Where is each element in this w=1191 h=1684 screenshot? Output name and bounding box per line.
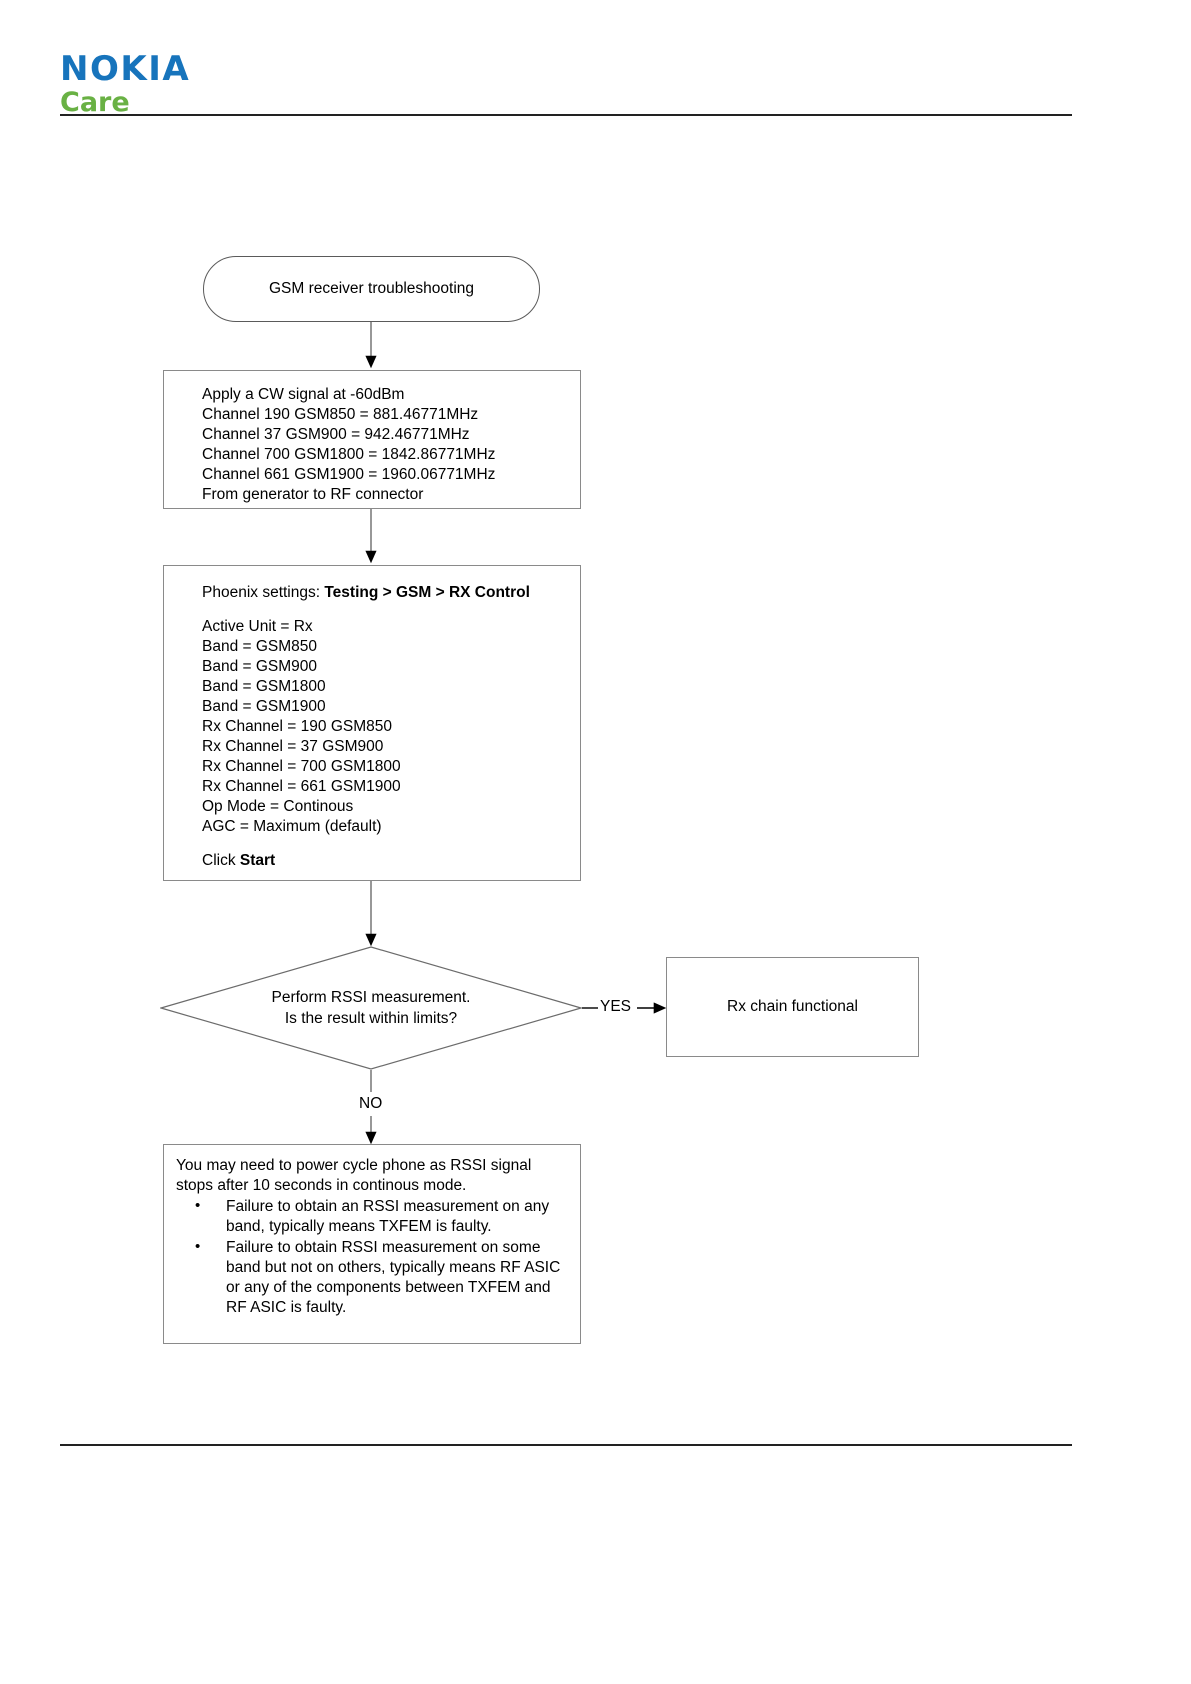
phoenix-spacer-2 [202,837,560,851]
flow-node-decision-rssi: Perform RSSI measurement. Is the result … [160,946,582,1070]
phoenix-setting-10: Op Mode = Continous [202,798,354,815]
flow-node-failure-notes: You may need to power cycle phone as RSS… [163,1144,581,1344]
header-divider [60,114,1072,116]
note-intro-line-2: stops after 10 seconds in continous mode… [176,1177,467,1194]
nokia-wordmark: NOKIA [60,49,191,89]
bullet-icon: • [195,1238,201,1255]
decision-line-2: Is the result within limits? [284,1010,458,1027]
list-item: • Failure to obtain RSSI measurement on … [176,1238,566,1318]
signal-line-5: Channel 661 GSM1900 = 1960.06771MHz [202,466,496,483]
note-intro-line-1: You may need to power cycle phone as RSS… [176,1157,532,1174]
signal-line-4: Channel 700 GSM1800 = 1842.86771MHz [202,446,496,463]
phoenix-heading: Phoenix settings: Testing > GSM > RX Con… [202,583,560,603]
start-button-reference: Start [239,852,276,869]
phoenix-setting-1: Active Unit = Rx [202,618,313,635]
signal-line-1: Apply a CW signal at -60dBm [202,386,405,403]
phoenix-action: Click Start [202,851,560,871]
phoenix-menu-path: Testing > GSM > RX Control [324,584,530,601]
rx-chain-functional-label: Rx chain functional [727,998,858,1015]
phoenix-setting-2: Band = GSM850 [202,638,318,655]
flow-node-rx-chain-functional: Rx chain functional [666,957,919,1057]
phoenix-setting-8: Rx Channel = 700 GSM1800 [202,758,401,775]
signal-line-2: Channel 190 GSM850 = 881.46771MHz [202,406,479,423]
decision-label: Perform RSSI measurement. Is the result … [160,946,582,1070]
edge-label-yes: YES [598,998,634,1016]
care-wordmark: Care [60,87,130,118]
note-bullet-list: • Failure to obtain an RSSI measurement … [176,1197,566,1318]
bullet-icon: • [195,1197,201,1214]
flow-node-phoenix-settings: Phoenix settings: Testing > GSM > RX Con… [163,565,581,881]
list-item: • Failure to obtain an RSSI measurement … [176,1197,566,1237]
phoenix-setting-5: Band = GSM1900 [202,698,326,715]
signal-line-6: From generator to RF connector [202,486,424,503]
phoenix-heading-prefix: Phoenix settings: [202,584,325,601]
note-bullet-1-text: Failure to obtain an RSSI measurement on… [226,1198,550,1235]
flow-node-start-label: GSM receiver troubleshooting [268,280,475,297]
phoenix-setting-4: Band = GSM1800 [202,678,326,695]
flow-node-start: GSM receiver troubleshooting [203,256,540,322]
phoenix-setting-11: AGC = Maximum (default) [202,818,382,835]
phoenix-setting-9: Rx Channel = 661 GSM1900 [202,778,401,795]
phoenix-spacer-1 [202,603,560,617]
phoenix-action-prefix: Click [202,852,240,869]
signal-line-3: Channel 37 GSM900 = 942.46771MHz [202,426,470,443]
phoenix-setting-6: Rx Channel = 190 GSM850 [202,718,392,735]
phoenix-setting-3: Band = GSM900 [202,658,318,675]
note-bullet-2-text: Failure to obtain RSSI measurement on so… [226,1239,561,1316]
phoenix-setting-7: Rx Channel = 37 GSM900 [202,738,384,755]
edge-label-no: NO [357,1095,385,1113]
brand-header: NOKIA Care [60,52,1072,122]
decision-diamond-shape [160,946,582,1070]
decision-line-1: Perform RSSI measurement. [271,989,471,1006]
flow-node-apply-signal: Apply a CW signal at -60dBm Channel 190 … [163,370,581,509]
footer-divider [60,1444,1072,1446]
